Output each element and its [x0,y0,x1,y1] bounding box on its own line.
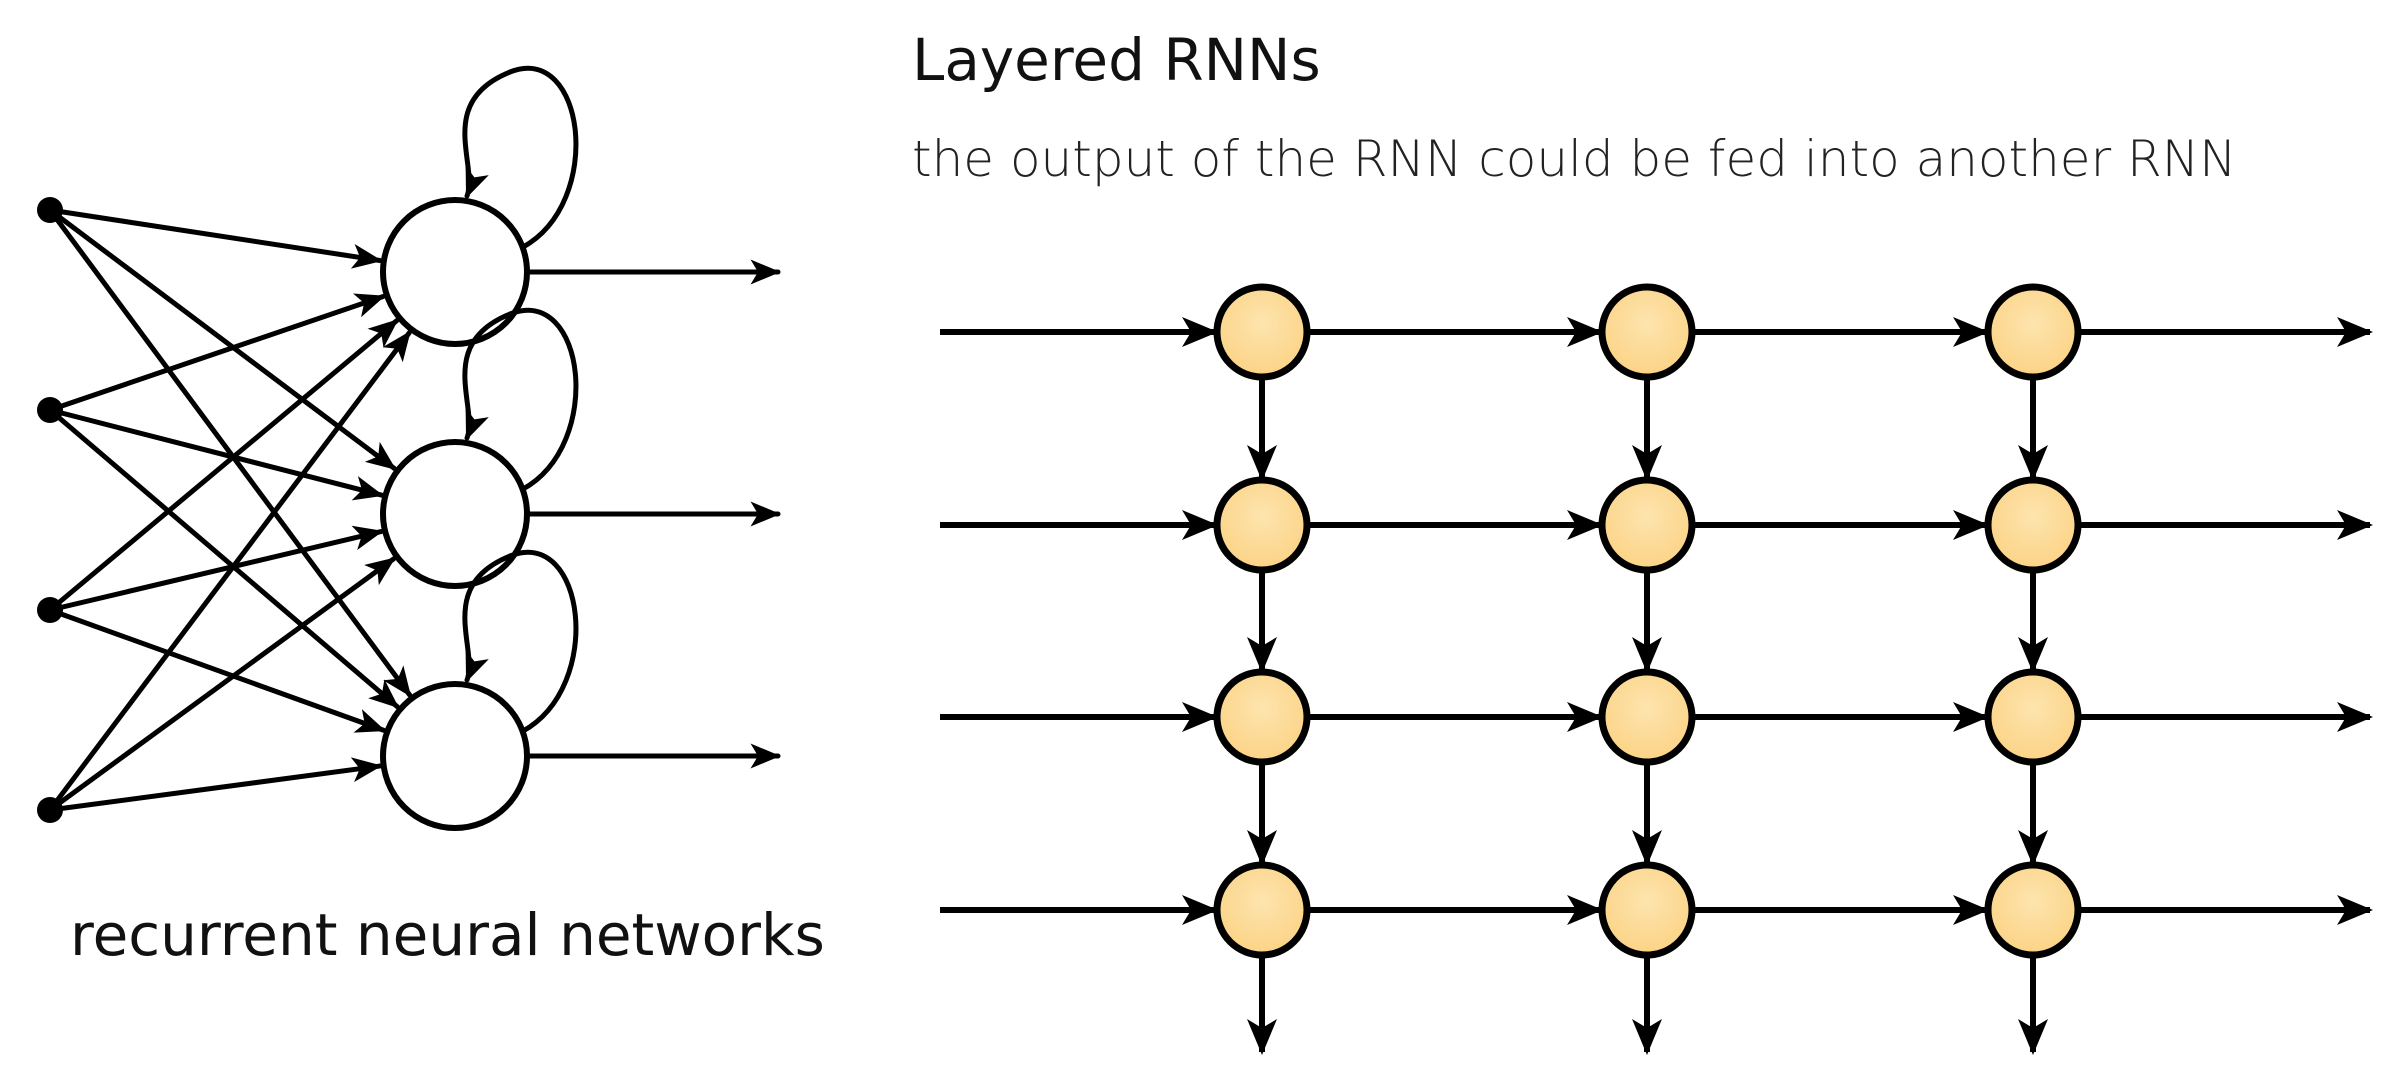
rnn-node-1-1 [1598,476,1696,574]
self-loop-1 [462,307,579,492]
rnn-node-0-0 [1213,283,1311,381]
self-loop-2 [462,549,579,734]
input-node-3 [37,797,63,823]
page-subtitle: the output of the RNN could be fed into … [912,130,2237,188]
rnn-node-3-0 [1213,861,1311,959]
neuron-0 [380,197,530,347]
connection-0-1 [47,207,397,471]
connection-2-2 [47,607,387,733]
connection-3-0 [47,330,412,813]
neuron-1 [380,439,530,589]
connection-3-2 [47,757,383,813]
left-caption: recurrent neural networks [70,901,825,969]
input-node-2 [37,597,63,623]
rnn-node-2-0 [1213,668,1311,766]
connection-1-1 [47,407,384,501]
connection-0-0 [47,207,383,269]
rnn-node-1-2 [1984,476,2082,574]
rnn-node-3-2 [1984,861,2082,959]
rnn-node-3-1 [1598,861,1696,959]
rnn-node-2-1 [1598,668,1696,766]
recurrent-network-panel [37,65,781,831]
connection-2-1 [47,525,384,613]
page-title: Layered RNNs [912,26,1321,94]
input-node-1 [37,397,63,423]
connection-3-1 [47,556,397,813]
rnn-node-0-2 [1984,283,2082,381]
input-node-0 [37,197,63,223]
self-loop-0 [462,65,579,250]
layered-rnn-grid [940,283,2373,1055]
connection-1-0 [47,293,386,413]
rnn-node-1-0 [1213,476,1311,574]
connection-1-2 [47,407,400,710]
rnn-node-2-2 [1984,668,2082,766]
connection-0-2 [47,207,413,698]
neuron-2 [380,681,530,831]
connection-2-0 [47,318,400,613]
rnn-node-0-1 [1598,283,1696,381]
